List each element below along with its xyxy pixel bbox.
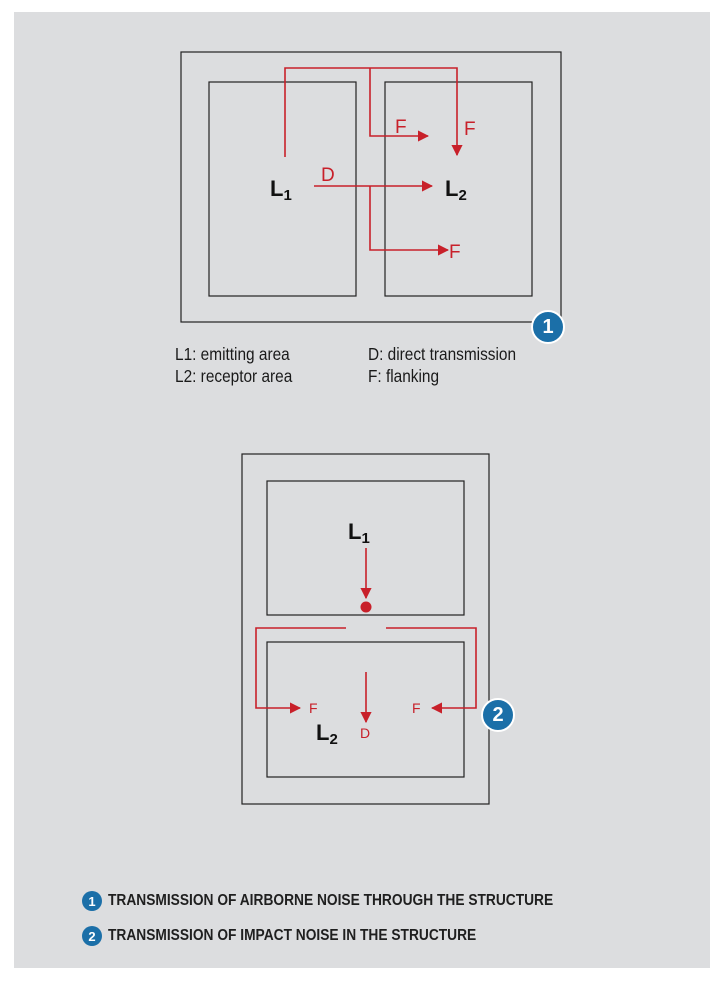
flank-path-top xyxy=(284,67,463,157)
flank-label-left: F xyxy=(309,700,318,716)
caption-impact: 2 TRANSMISSION OF IMPACT NOISE IN THE ST… xyxy=(82,926,536,946)
building-outline-2 xyxy=(241,453,490,805)
emitting-room-1 xyxy=(208,81,357,297)
receptor-room-2 xyxy=(266,641,465,778)
receptor-label-2: L2 xyxy=(316,720,338,748)
impact-diagram: L1 L2 D F F xyxy=(241,453,490,805)
caption-badge-1: 1 xyxy=(82,891,102,911)
direct-label-2: D xyxy=(360,725,370,741)
airborne-diagram: L1 L2 D F F F xyxy=(180,51,562,323)
flank-label-3: F xyxy=(449,242,461,263)
badge-1: 1 xyxy=(531,310,565,344)
legend-l2: L2: receptor area xyxy=(175,366,293,386)
direct-label-1: D xyxy=(321,165,335,186)
building-outline-1 xyxy=(180,51,562,323)
flank-label-right: F xyxy=(412,700,421,716)
flank-path-mid xyxy=(369,68,430,142)
legend-f: F: flanking xyxy=(368,366,440,386)
emitting-label-2: L1 xyxy=(348,519,370,547)
legend-l1: L1: emitting area xyxy=(175,344,290,364)
receptor-room-1 xyxy=(384,81,533,297)
badge-2: 2 xyxy=(481,698,515,732)
emitting-label-1: L1 xyxy=(270,176,292,204)
flank-label-2: F xyxy=(464,119,476,140)
flank-path-bottom xyxy=(369,186,450,256)
flank-path-right xyxy=(386,627,477,714)
flank-label-1: F xyxy=(395,117,407,138)
flank-path-left xyxy=(255,627,346,714)
diagram-panel xyxy=(14,12,710,968)
caption-text-2: TRANSMISSION OF IMPACT NOISE IN THE STRU… xyxy=(108,927,477,944)
impact-point xyxy=(360,601,372,613)
caption-airborne: 1 TRANSMISSION OF AIRBORNE NOISE THROUGH… xyxy=(82,891,626,911)
caption-text-1: TRANSMISSION OF AIRBORNE NOISE THROUGH T… xyxy=(108,892,554,909)
receptor-label-1: L2 xyxy=(445,176,467,204)
emitting-room-2 xyxy=(266,480,465,616)
legend-d: D: direct transmission xyxy=(368,344,517,364)
caption-badge-2: 2 xyxy=(82,926,102,946)
